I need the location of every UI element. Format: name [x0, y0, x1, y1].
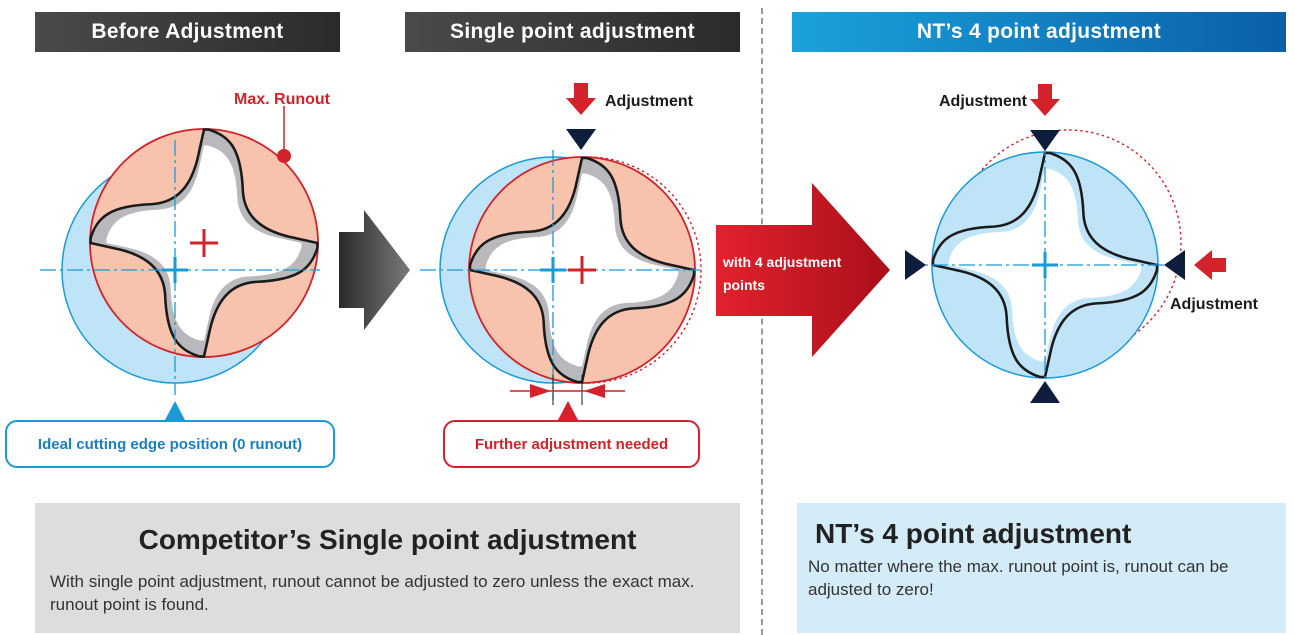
section-divider: [761, 8, 763, 635]
adjustment-arrow-single: [566, 83, 596, 115]
nt-panel-body: No matter where the max. runout point is…: [808, 557, 1229, 599]
adjustment-arrow-right: [1194, 250, 1226, 280]
gap-arrow-left: [530, 384, 551, 398]
adjustment-label-single: Adjustment: [605, 93, 694, 110]
adjustment-label-top: Adjustment: [939, 93, 1028, 110]
header-single-point-adjustment: Single point adjustment: [405, 12, 740, 52]
header-before-label: Before Adjustment: [91, 20, 284, 43]
header-nt-label: NT’s 4 point adjustment: [916, 20, 1162, 43]
max-runout-label: Max. Runout: [234, 91, 331, 108]
with-points-label-1: with 4 adjustment: [722, 254, 842, 270]
gray-transition-arrow: [339, 210, 410, 330]
ideal-center-mark-single: [540, 257, 566, 283]
header-nt-4-point-adjustment: NT’s 4 point adjustment: [792, 12, 1286, 52]
ideal-position-callout: Ideal cutting edge position (0 runout): [5, 420, 335, 468]
red-transition-arrow: [716, 183, 890, 357]
ideal-center-mark: [162, 257, 188, 283]
adjustment-arrow-top: [1030, 84, 1060, 116]
ideal-pointer: [165, 401, 185, 420]
further-adjustment-callout: Further adjustment needed: [443, 420, 700, 468]
adjustment-marker-left: [905, 250, 926, 280]
competitor-panel: Competitor’s Single point adjustment Wit…: [35, 503, 740, 633]
nt-diagram: Adjustment Adjustment: [905, 84, 1259, 403]
adjustment-marker-right: [1164, 250, 1185, 280]
before-diagram: Max. Runout: [40, 91, 331, 420]
competitor-panel-body: With single point adjustment, runout can…: [50, 572, 695, 614]
adjustment-marker-single: [566, 129, 596, 150]
header-before-adjustment: Before Adjustment: [35, 12, 340, 52]
competitor-panel-title: Competitor’s Single point adjustment: [138, 524, 637, 555]
gap-arrow-right: [584, 384, 605, 398]
with-points-label-2: points: [723, 277, 765, 293]
runout-center-mark: [190, 229, 218, 257]
single-point-diagram: Adjustment: [420, 83, 702, 420]
adjustment-marker-top: [1030, 130, 1060, 151]
runout-center-mark-single: [568, 256, 596, 284]
header-single-label: Single point adjustment: [450, 20, 695, 43]
further-adjustment-text: Further adjustment needed: [474, 435, 669, 453]
nt-panel: NT’s 4 point adjustment No matter where …: [797, 503, 1286, 633]
ideal-position-text: Ideal cutting edge position (0 runout): [37, 435, 303, 453]
nt-panel-title: NT’s 4 point adjustment: [815, 518, 1132, 549]
max-runout-dot: [277, 149, 291, 163]
center-mark-nt: [1032, 252, 1058, 278]
adjustment-label-right: Adjustment: [1170, 296, 1259, 313]
adjustment-marker-bottom: [1030, 381, 1060, 403]
further-pointer: [558, 401, 578, 420]
